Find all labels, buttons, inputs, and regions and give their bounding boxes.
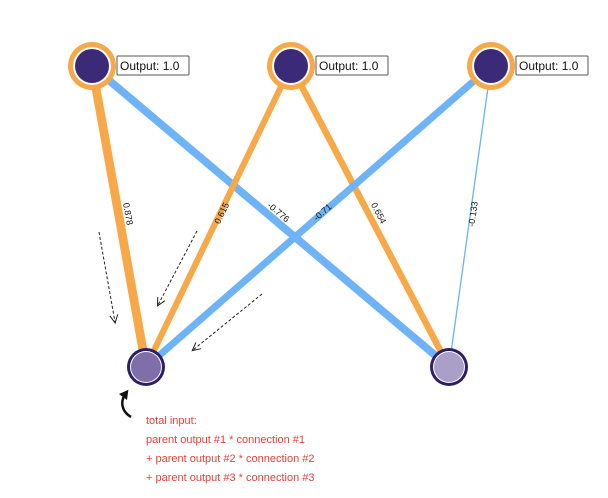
connection-1: [87, 65, 151, 368]
note-line-2: parent output #1 * connection #1: [146, 434, 306, 446]
output-label-text: Output: 1.0: [519, 59, 579, 73]
output-label-box: [515, 55, 589, 76]
connections-layer: [87, 63, 494, 370]
connection-5: [143, 63, 494, 370]
connection-6: [448, 65, 492, 368]
output-labels-layer: Output: 1.0 Output: 1.0 Output: 1.0: [116, 55, 589, 76]
nodes-layer: [68, 42, 515, 386]
output-label-text: Output: 1.0: [120, 59, 180, 73]
arrow-from-parent-1: [98, 231, 115, 322]
output-label-box: [315, 55, 389, 76]
connection-weight-label: -0.133: [466, 201, 479, 228]
child-node-1[interactable]: [127, 348, 165, 386]
parent-node-core: [75, 49, 109, 83]
curl-arrow-icon: [119, 389, 132, 419]
connection-weight-label: 0.615: [212, 201, 231, 226]
total-input-note: total input: parent output #1 * connecti…: [146, 412, 315, 488]
parent-node-1[interactable]: [68, 42, 116, 90]
output-label-1: Output: 1.0: [116, 55, 190, 76]
output-label-box: [116, 55, 190, 76]
child-node-core: [434, 352, 464, 382]
note-line-3: + parent output #2 * connection #2: [146, 453, 315, 465]
connection-2: [89, 63, 452, 370]
parent-node-core: [474, 49, 508, 83]
parent-node-2[interactable]: [267, 42, 315, 90]
child-node-core: [131, 352, 161, 382]
connection-weight-label: 0.878: [121, 202, 135, 226]
connection-3: [143, 64, 294, 369]
parent-node-3[interactable]: [467, 42, 515, 90]
note-line-4: + parent output #3 * connection #3: [146, 472, 315, 484]
parent-node-core: [274, 49, 308, 83]
output-label-2: Output: 1.0: [315, 55, 389, 76]
annotation-arrows: [98, 230, 263, 419]
output-label-3: Output: 1.0: [515, 55, 589, 76]
arrow-from-parent-2: [158, 230, 198, 305]
child-node-2[interactable]: [430, 348, 468, 386]
arrow-from-parent-3: [193, 293, 263, 350]
connection-4: [288, 64, 452, 369]
note-line-1: total input:: [146, 415, 197, 427]
output-label-text: Output: 1.0: [319, 59, 379, 73]
